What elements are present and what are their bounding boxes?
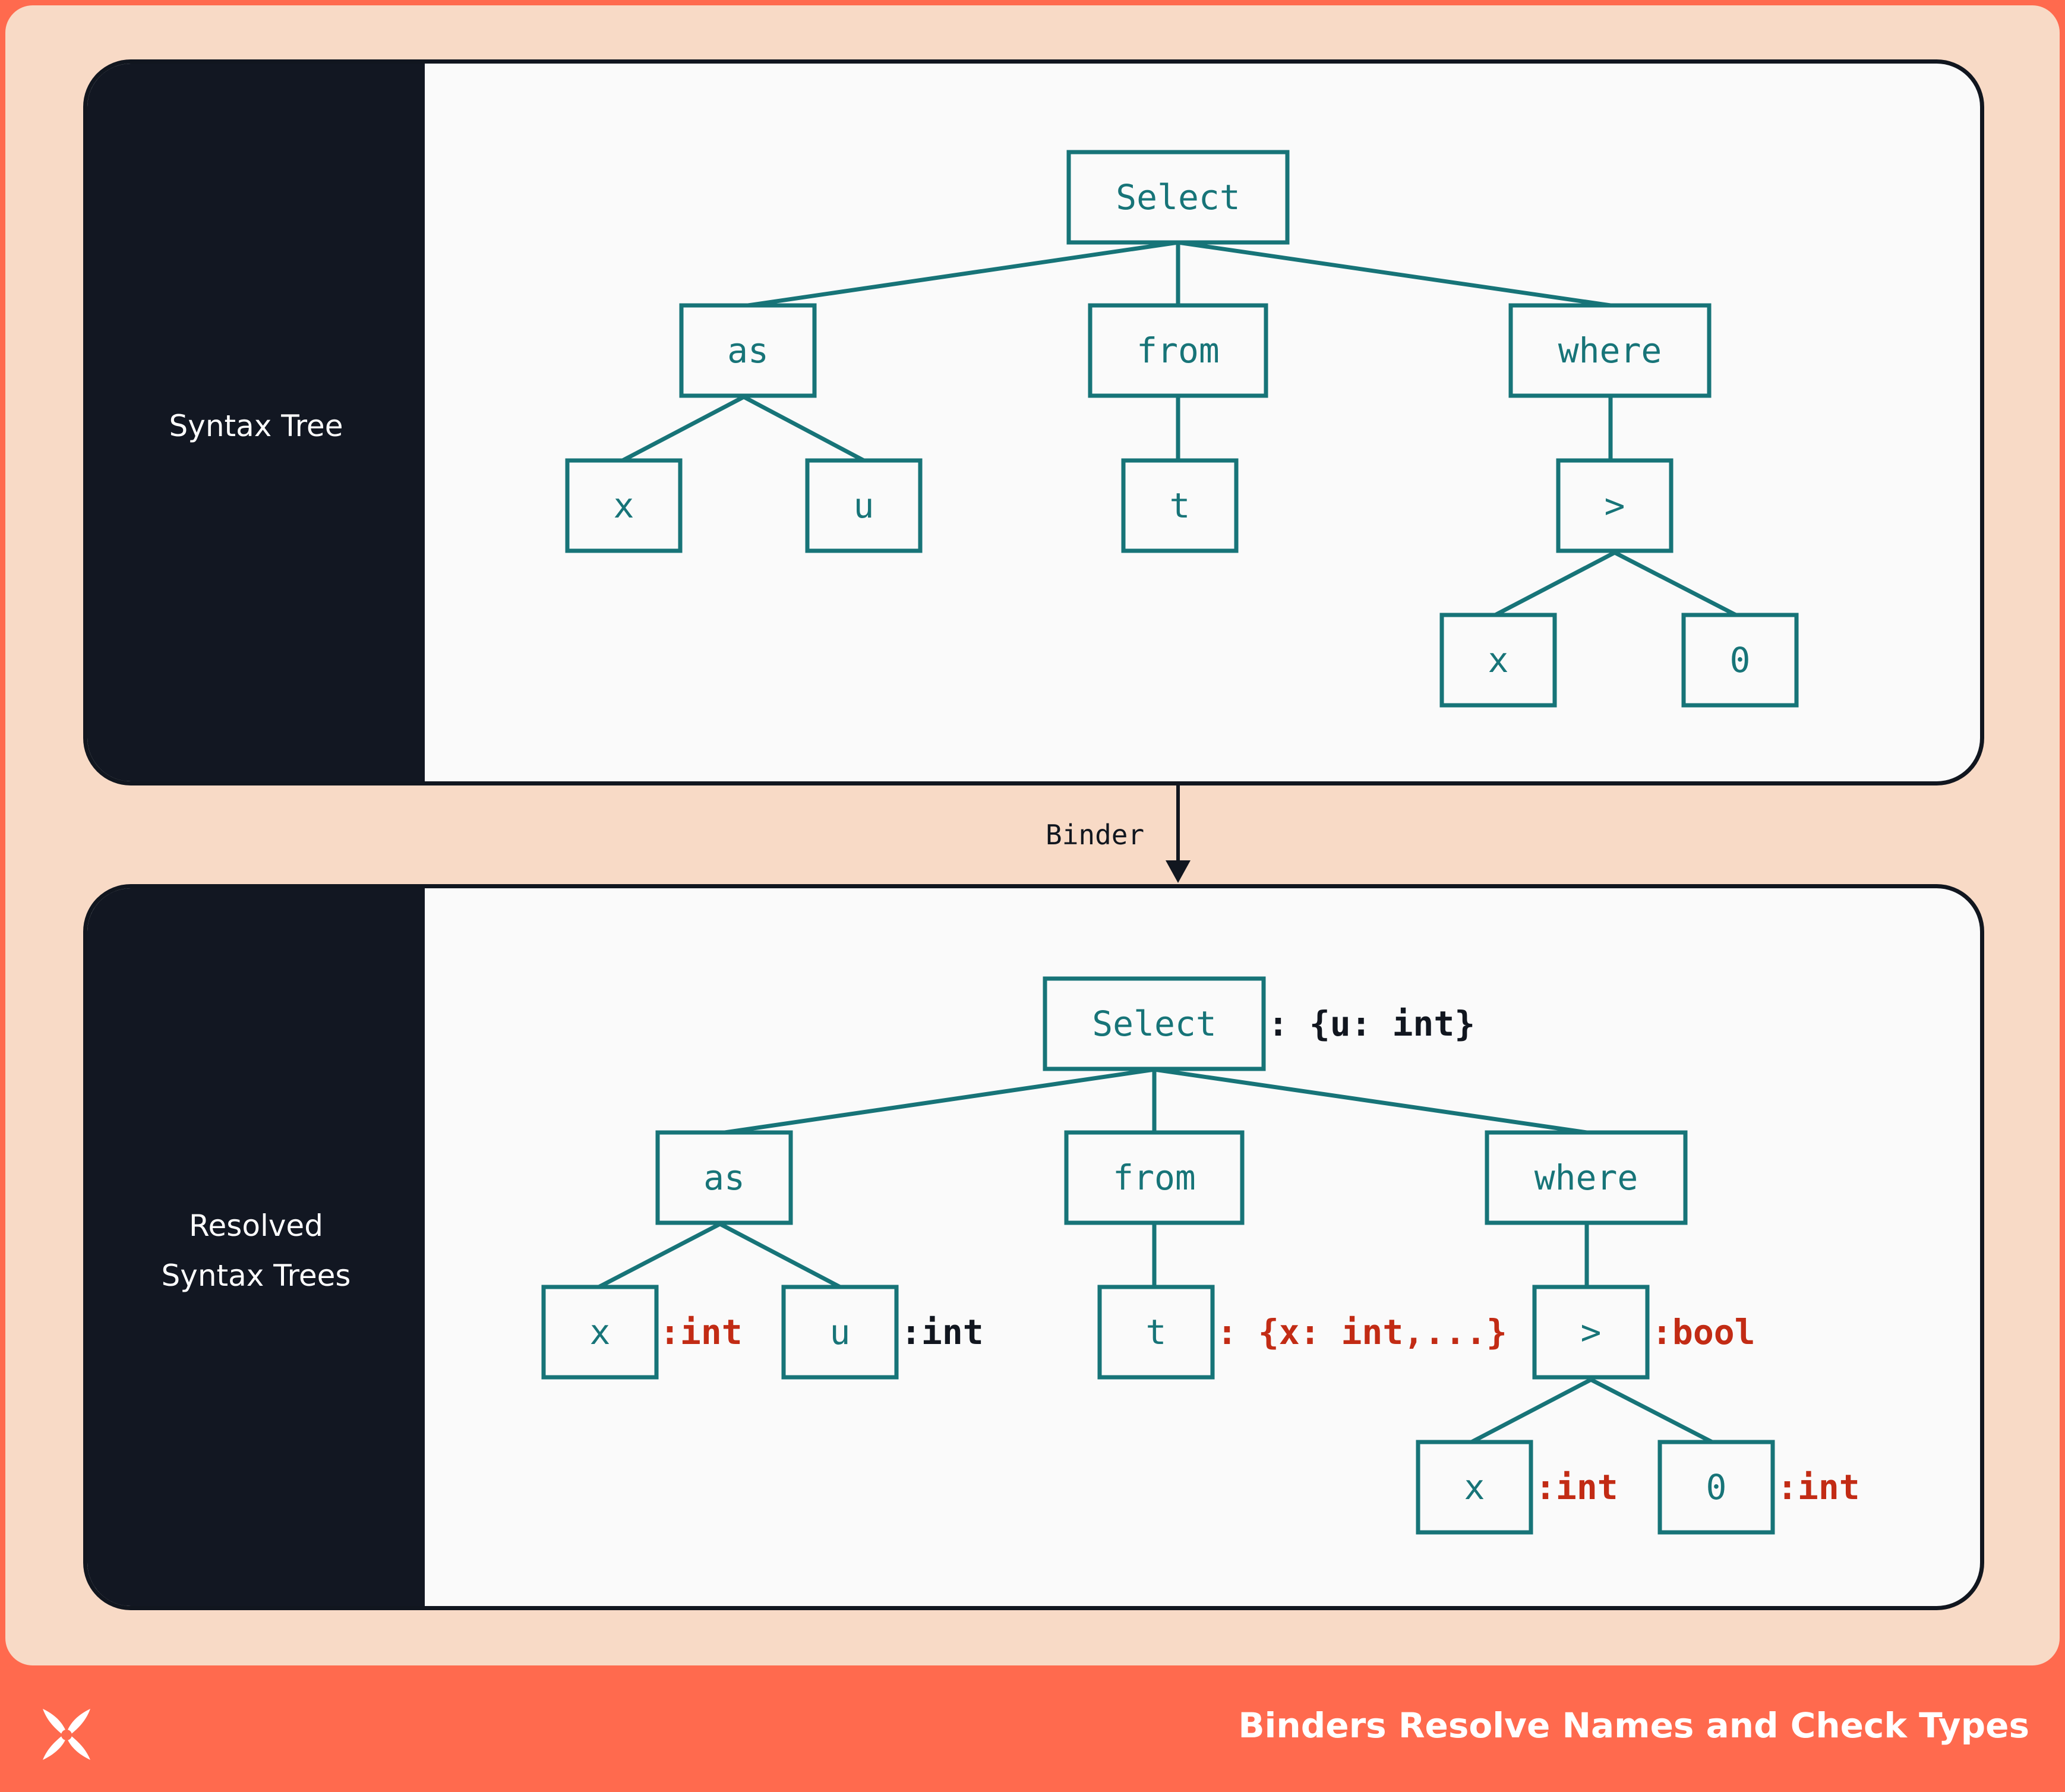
- top-node-u-label: u: [854, 485, 874, 526]
- top-node-x2-label: x: [1488, 640, 1509, 680]
- bottom-node-t-label: t: [1146, 1312, 1167, 1352]
- type-u: :int: [901, 1312, 984, 1352]
- type-x2: :int: [1535, 1467, 1618, 1507]
- top-node-select-label: Select: [1116, 177, 1240, 217]
- top-node-t: t: [1121, 458, 1239, 553]
- top-node-zero: 0: [1681, 613, 1799, 708]
- bottom-node-x2-label: x: [1464, 1467, 1485, 1507]
- top-node-where-label: where: [1558, 330, 1662, 371]
- edge-gt-x: [1494, 550, 1616, 617]
- top-node-as-label: as: [727, 330, 769, 371]
- bottom-node-where: where: [1485, 1130, 1688, 1225]
- edge-b-as-x: [598, 1222, 721, 1289]
- top-tree-edges: [621, 240, 1737, 617]
- top-node-where: where: [1508, 303, 1712, 398]
- syntax-tree-panel: Syntax Tree: [83, 59, 1984, 785]
- top-node-gt: >: [1556, 458, 1674, 553]
- binder-label: Binder: [1046, 819, 1145, 851]
- top-node-from-label: from: [1136, 330, 1220, 371]
- top-node-from: from: [1088, 303, 1268, 398]
- resolved-label-line1: Resolved: [189, 1209, 323, 1243]
- type-t: : {x: int,...}: [1217, 1312, 1507, 1352]
- syntax-tree-sidebar: Syntax Tree: [87, 64, 425, 781]
- syntax-tree-label: Syntax Tree: [169, 409, 343, 443]
- edge-b-gt-zero: [1590, 1377, 1713, 1444]
- top-node-x: x: [565, 458, 683, 553]
- bottom-node-x2: x: [1416, 1440, 1533, 1535]
- top-node-t-label: t: [1170, 485, 1191, 526]
- edge-as-x: [621, 395, 745, 463]
- bottom-node-zero: 0: [1657, 1440, 1775, 1535]
- edge-as-u: [743, 395, 865, 463]
- edge-select-as: [747, 240, 1179, 308]
- bottom-node-as-label: as: [703, 1157, 745, 1198]
- edge-gt-zero: [1614, 550, 1737, 617]
- bottom-tree-edges: [598, 1067, 1713, 1444]
- bottom-node-gt: >: [1532, 1285, 1650, 1380]
- top-node-as: as: [679, 303, 817, 398]
- edge-b-as-u: [719, 1222, 841, 1289]
- bottom-node-u: u: [781, 1285, 899, 1380]
- bottom-node-as: as: [655, 1130, 793, 1225]
- type-zero: :int: [1777, 1467, 1860, 1507]
- bottom-node-from: from: [1064, 1130, 1245, 1225]
- top-node-x-label: x: [614, 485, 634, 526]
- bottom-node-x-label: x: [590, 1312, 611, 1352]
- top-node-u: u: [805, 458, 923, 553]
- top-node-gt-label: >: [1605, 485, 1625, 526]
- bottom-node-gt-label: >: [1581, 1312, 1602, 1352]
- top-node-select: Select: [1066, 150, 1290, 245]
- bottom-node-zero-label: 0: [1706, 1467, 1727, 1507]
- edge-b-gt-x: [1470, 1377, 1592, 1444]
- top-node-zero-label: 0: [1730, 640, 1751, 680]
- bottom-node-from-label: from: [1113, 1157, 1196, 1198]
- edge-select-where: [1177, 240, 1611, 308]
- arrowhead-icon: [1166, 860, 1191, 883]
- binder-arrow: [1166, 784, 1191, 883]
- bottom-node-select: Select: [1043, 976, 1266, 1071]
- edge-b-select-as: [724, 1067, 1155, 1135]
- type-gt: :bool: [1652, 1312, 1755, 1352]
- bottom-node-u-label: u: [830, 1312, 851, 1352]
- resolved-label-line2: Syntax Trees: [161, 1258, 351, 1293]
- type-x: :int: [659, 1312, 743, 1352]
- edge-b-select-where: [1154, 1067, 1587, 1135]
- type-select: : {u: int}: [1268, 1004, 1475, 1044]
- bottom-node-select-label: Select: [1092, 1004, 1217, 1044]
- x-logo-icon: [43, 1709, 90, 1760]
- bottom-node-t: t: [1097, 1285, 1215, 1380]
- footer-title: Binders Resolve Names and Check Types: [1238, 1705, 2029, 1746]
- resolved-syntax-trees-sidebar: Resolved Syntax Trees: [87, 888, 425, 1606]
- bottom-node-x: x: [541, 1285, 659, 1380]
- top-node-x2: x: [1439, 613, 1557, 708]
- bottom-node-where-label: where: [1534, 1157, 1638, 1198]
